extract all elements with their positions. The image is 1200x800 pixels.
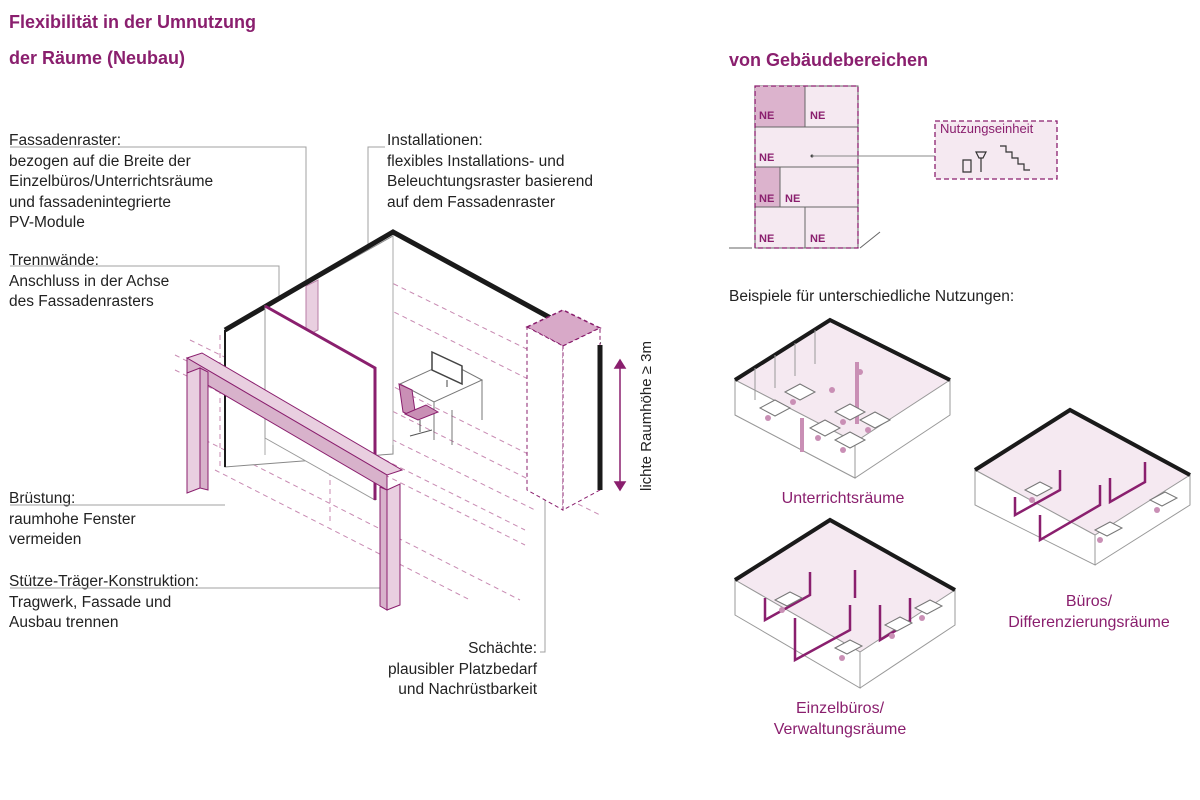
column-beam-frame [185, 352, 404, 611]
example-classroom [733, 317, 952, 479]
desk-workstation [398, 350, 484, 445]
shaft [525, 309, 603, 511]
example-bueros [973, 407, 1191, 566]
ne-label: NE [810, 110, 826, 122]
annotation-stuetze: Stütze-Träger-Konstruktion: Tragwerk, Fa… [9, 573, 199, 631]
caption-unterricht: Unterrichtsräume [781, 490, 905, 507]
title-line1: Flexibilität in der Umnutzung [9, 12, 256, 32]
caption-bueros: Büros/ Differenzierungsräume [1008, 593, 1170, 631]
caption-einzelbueros: Einzelbüros/ Verwaltungsräume [773, 700, 907, 738]
annotation-schaechte: Schächte: plausibler Platzbedarf und Nac… [387, 640, 537, 698]
annotation-trennwaende: Trennwände: Anschluss in der Achse des F… [9, 252, 170, 310]
ne-label: NE [810, 233, 826, 245]
ne-label: NE [759, 152, 775, 164]
title-line2: der Räume (Neubau) [9, 48, 186, 68]
ne-label: NE [759, 110, 775, 122]
annotation-bruestung: Brüstung: raumhohe Fenster vermeiden [9, 490, 136, 548]
ne-label: NE [759, 233, 775, 245]
annotation-fassadenraster: Fassadenraster: bezogen auf die Breite d… [9, 132, 214, 231]
building-section [729, 85, 1058, 249]
nutzungseinheit-label: Nutzungseinheit [940, 121, 1034, 136]
height-arrow [613, 358, 627, 492]
example-einzelbueros [733, 517, 956, 689]
annotation-installationen: Installationen: flexibles Installations-… [387, 132, 593, 211]
examples-intro: Beispiele für unterschiedliche Nutzungen… [729, 288, 1015, 305]
title-right: von Gebäudebereichen [729, 50, 929, 70]
ne-label: NE [785, 193, 801, 205]
leader-lines [10, 146, 546, 653]
ne-label: NE [759, 193, 775, 205]
